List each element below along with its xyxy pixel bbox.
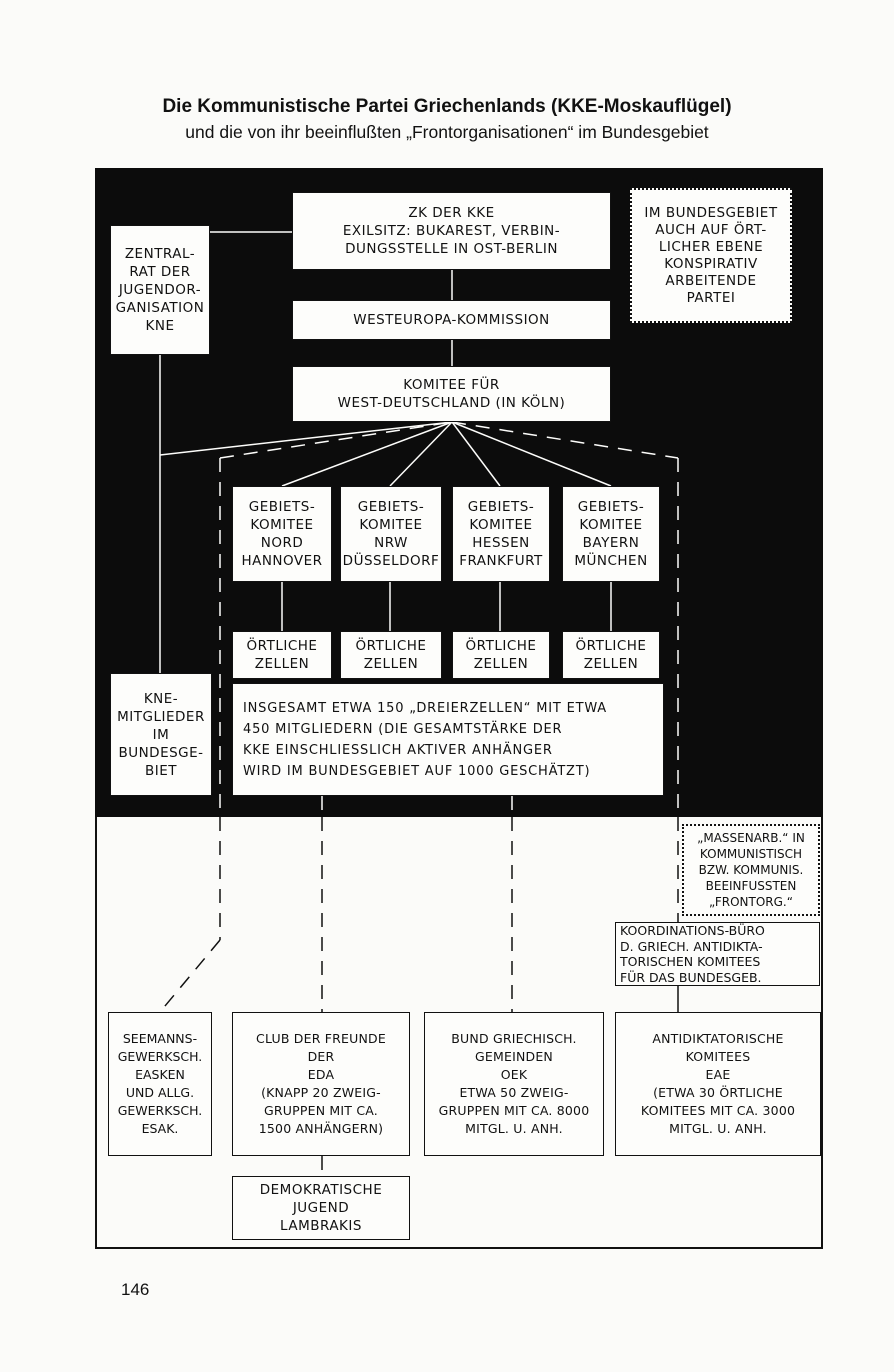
club-der-freunde-text: CLUB DER FREUNDE DER EDA (KNAPP 20 ZWEIG… xyxy=(256,1031,386,1136)
westeuropa-kommission-box: WESTEUROPA-KOMMISSION xyxy=(292,300,611,340)
bund-gemeinden-box: BUND GRIECHISCH. GEMEINDEN OEK ETWA 50 Z… xyxy=(424,1012,604,1156)
zellen-nord-text: ÖRTLICHE ZELLEN xyxy=(246,638,318,672)
gebietskomitee-hessen-text: GEBIETS- KOMITEE HESSEN FRANKFURT xyxy=(459,499,543,569)
line-komitee-nrw xyxy=(389,421,453,487)
zellen-nrw-text: ÖRTLICHE ZELLEN xyxy=(355,638,427,672)
dashed-to-seemanns-diagonal xyxy=(159,939,221,1013)
club-der-freunde-box: CLUB DER FREUNDE DER EDA (KNAPP 20 ZWEIG… xyxy=(232,1012,410,1156)
zellen-hessen-box: ÖRTLICHE ZELLEN xyxy=(452,631,550,679)
gebietskomitee-bayern-box: GEBIETS- KOMITEE BAYERN MÜNCHEN xyxy=(562,486,660,582)
koordinationsbuero-text: KOORDINATIONS-BÜRO D. GRIECH. ANTIDIKTA-… xyxy=(620,923,765,985)
line-komitee-hessen xyxy=(451,421,501,487)
line-komitee-kne xyxy=(159,421,453,456)
konspirativ-partei-box: IM BUNDESGEBIET AUCH AUF ÖRT- LICHER EBE… xyxy=(630,188,792,323)
massenarbeit-box: „MASSENARB.“ IN KOMMUNISTISCH BZW. KOMMU… xyxy=(682,824,820,916)
komitee-westdeutschland-text: KOMITEE FÜR WEST-DEUTSCHLAND (IN KÖLN) xyxy=(337,377,566,411)
massenarbeit-text: „MASSENARB.“ IN KOMMUNISTISCH BZW. KOMMU… xyxy=(697,831,805,909)
dashed-komitee-left xyxy=(219,421,453,459)
antidiktatorische-komitees-text: ANTIDIKTATORISCHE KOMITEES EAE (ETWA 30 … xyxy=(640,1031,796,1136)
kne-mitglieder-box: KNE- MITGLIEDER IM BUNDESGE- BIET xyxy=(110,673,212,796)
line-komitee-bayern xyxy=(451,421,612,487)
zellen-bayern-text: ÖRTLICHE ZELLEN xyxy=(575,638,647,672)
zellen-nrw-box: ÖRTLICHE ZELLEN xyxy=(340,631,442,679)
demokratische-jugend-text: DEMOKRATISCHE JUGEND LAMBRAKIS xyxy=(259,1182,383,1234)
insgesamt-summary-box: INSGESAMT ETWA 150 „DREIERZELLEN“ MIT ET… xyxy=(232,683,664,796)
westeuropa-kommission-text: WESTEUROPA-KOMMISSION xyxy=(353,312,550,328)
zellen-hessen-text: ÖRTLICHE ZELLEN xyxy=(465,638,537,672)
gebietskomitee-nrw-text: GEBIETS- KOMITEE NRW DÜSSELDORF xyxy=(342,499,440,569)
koordinationsbuero-box: KOORDINATIONS-BÜRO D. GRIECH. ANTIDIKTA-… xyxy=(615,922,820,986)
gebietskomitee-nord-box: GEBIETS- KOMITEE NORD HANNOVER xyxy=(232,486,332,582)
seemanns-gewerkschaft-box: SEEMANNS- GEWERKSCH. EASKEN UND ALLG. GE… xyxy=(108,1012,212,1156)
gebietskomitee-hessen-box: GEBIETS- KOMITEE HESSEN FRANKFURT xyxy=(452,486,550,582)
gebietskomitee-bayern-text: GEBIETS- KOMITEE BAYERN MÜNCHEN xyxy=(574,499,648,569)
zk-der-kke-box: ZK DER KKE EXILSITZ: BUKAREST, VERBIN- D… xyxy=(292,192,611,270)
bund-gemeinden-text: BUND GRIECHISCH. GEMEINDEN OEK ETWA 50 Z… xyxy=(438,1031,590,1136)
gebietskomitee-nord-text: GEBIETS- KOMITEE NORD HANNOVER xyxy=(241,499,323,569)
demokratische-jugend-box: DEMOKRATISCHE JUGEND LAMBRAKIS xyxy=(232,1176,410,1240)
seemanns-gewerkschaft-text: SEEMANNS- GEWERKSCH. EASKEN UND ALLG. GE… xyxy=(117,1031,203,1136)
konspirativ-partei-text: IM BUNDESGEBIET AUCH AUF ÖRT- LICHER EBE… xyxy=(644,204,778,306)
dashed-komitee-right xyxy=(451,421,679,459)
gebietskomitee-nrw-box: GEBIETS- KOMITEE NRW DÜSSELDORF xyxy=(340,486,442,582)
diagram-subtitle: und die von ihr beeinflußten „Frontorgan… xyxy=(185,122,709,142)
page-number: 146 xyxy=(121,1280,150,1299)
diagram-title: Die Kommunistische Partei Griechenlands … xyxy=(162,96,732,117)
komitee-westdeutschland-box: KOMITEE FÜR WEST-DEUTSCHLAND (IN KÖLN) xyxy=(292,366,611,422)
insgesamt-summary-text: INSGESAMT ETWA 150 „DREIERZELLEN“ MIT ET… xyxy=(243,700,607,779)
kne-mitglieder-text: KNE- MITGLIEDER IM BUNDESGE- BIET xyxy=(117,690,205,779)
zentralrat-kne-text: ZENTRAL- RAT DER JUGENDOR- GANISATION KN… xyxy=(115,246,205,334)
zellen-nord-box: ÖRTLICHE ZELLEN xyxy=(232,631,332,679)
zk-der-kke-text: ZK DER KKE EXILSITZ: BUKAREST, VERBIN- D… xyxy=(342,205,561,257)
antidiktatorische-komitees-box: ANTIDIKTATORISCHE KOMITEES EAE (ETWA 30 … xyxy=(615,1012,821,1156)
zentralrat-kne-box: ZENTRAL- RAT DER JUGENDOR- GANISATION KN… xyxy=(110,225,210,355)
zellen-bayern-box: ÖRTLICHE ZELLEN xyxy=(562,631,660,679)
line-komitee-nord xyxy=(281,421,453,487)
